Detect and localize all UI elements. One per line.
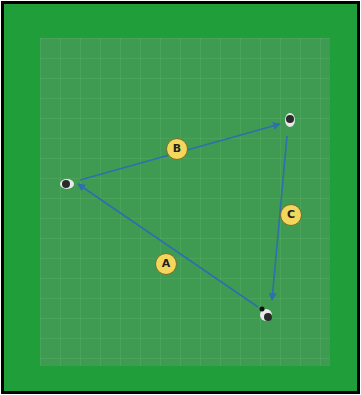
callout-letter: B [166,138,188,160]
callout-letter: A [155,253,177,275]
player-top [285,113,295,127]
callout-letter: C [280,204,302,226]
player-left [60,179,74,189]
player-bottom [260,307,273,322]
